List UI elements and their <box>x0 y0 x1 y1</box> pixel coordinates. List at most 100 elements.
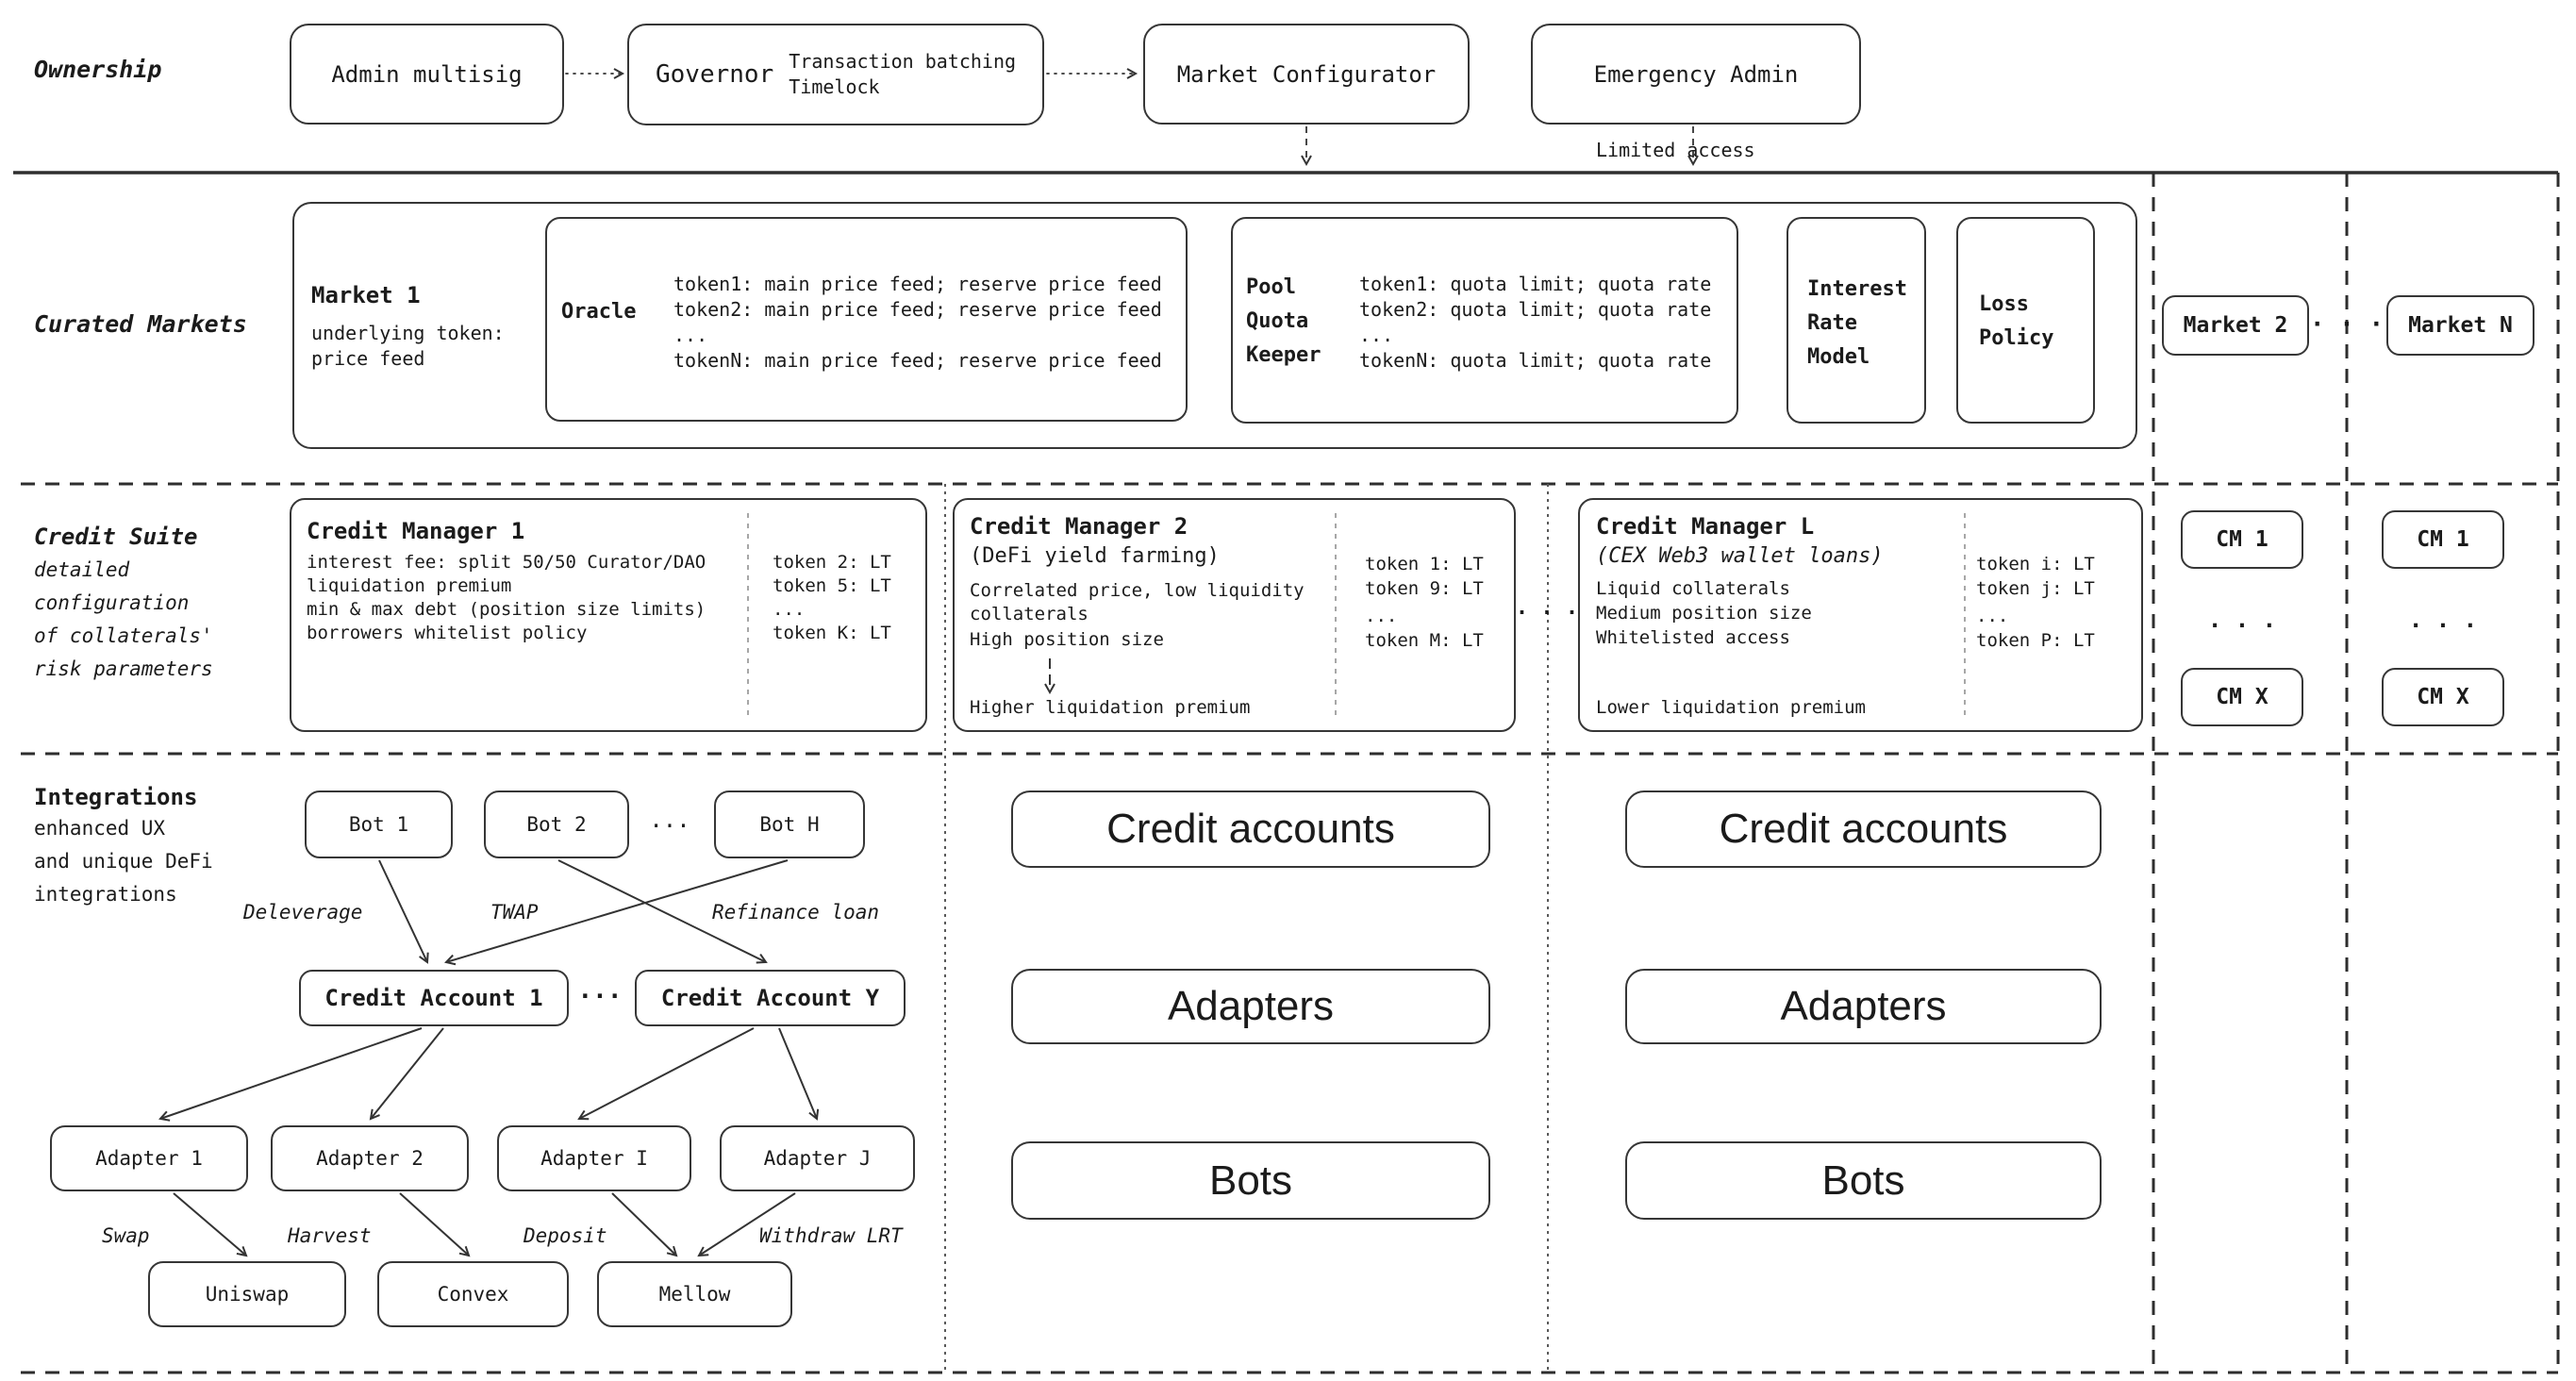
cml-line-1: Liquid collaterals <box>1596 578 1790 599</box>
credit-suite-sublabel-2: configuration <box>34 591 190 614</box>
cm1-token-2: token 5: LT <box>773 575 891 596</box>
cml-token-3: ... <box>1976 606 2009 626</box>
market2-box: Market 2 <box>2162 295 2309 356</box>
swap-arrow-label: Swap <box>102 1224 150 1247</box>
market1-sub-2: price feed <box>311 347 425 370</box>
cml-line-2: Medium position size <box>1596 603 1812 624</box>
mellow-box: Mellow <box>597 1261 792 1327</box>
credit-suite-section-label: Credit Suite <box>34 524 198 550</box>
loss-line-2: Policy <box>1979 326 2054 350</box>
bots-ellipsis: ... <box>649 807 690 833</box>
irm-line-2: Rate <box>1807 311 1857 335</box>
adapter1-label: Adapter 1 <box>95 1147 203 1170</box>
cm2-line-1: Correlated price, low liquidity <box>970 580 1305 601</box>
cm-col1-ellipsis: · · · <box>2207 612 2277 639</box>
harvest-arrow-label: Harvest <box>288 1224 372 1247</box>
adapter1-box: Adapter 1 <box>50 1125 248 1191</box>
oracle-line-2: token2: main price feed; reserve price f… <box>673 298 1162 321</box>
emergency-admin-label: Emergency Admin <box>1593 60 1799 88</box>
cm-col2-bottom-box: CM X <box>2382 668 2504 726</box>
cm-col2-ellipsis: · · · <box>2408 612 2478 639</box>
cm2-title: Credit Manager 2 <box>970 513 1188 540</box>
governor-label: Governor <box>656 60 774 89</box>
credit-account-Y-box: Credit Account Y <box>635 970 906 1026</box>
integrations-sublabel-2: and unique DeFi <box>34 850 213 873</box>
cm1-token-1: token 2: LT <box>773 552 891 573</box>
cm1-line-3: min & max debt (position size limits) <box>307 599 706 620</box>
convex-label: Convex <box>437 1283 509 1306</box>
arrow-caY-to-adapterI <box>577 1027 755 1121</box>
market1-title: Market 1 <box>311 282 421 308</box>
colB-adapters-box: Adapters <box>1625 969 2102 1044</box>
pqk-title-1: Pool <box>1246 275 1296 299</box>
admin-multisig-box: Admin multisig <box>290 24 564 125</box>
ownership-section-label: Ownership <box>34 56 162 83</box>
cm1-line-2: liquidation premium <box>307 575 512 596</box>
cml-token-2: token j: LT <box>1976 578 2095 599</box>
marketN-label: Market N <box>2408 313 2513 338</box>
cml-line-3: Whitelisted access <box>1596 627 1790 648</box>
uniswap-label: Uniswap <box>205 1283 290 1306</box>
bot1-label: Bot 1 <box>348 813 409 836</box>
interest-rate-model-box: Interest Rate Model <box>1787 217 1926 424</box>
pqk-line-3: ... <box>1359 324 1394 346</box>
arrow-adapter2-to-convex <box>399 1192 471 1257</box>
credit-manager-1-box: Credit Manager 1 interest fee: split 50/… <box>290 498 927 732</box>
arrow-adapter1-to-uniswap <box>173 1192 248 1257</box>
credit-suite-sublabel-3: of collaterals' <box>34 624 213 647</box>
colA-bots-label: Bots <box>1208 1156 1293 1204</box>
withdraw-lrt-arrow-label: Withdraw LRT <box>759 1224 903 1247</box>
colA-adapters-label: Adapters <box>1167 983 1335 1029</box>
limited-access-label: Limited access <box>1596 139 1755 161</box>
cm2-line-3: High position size <box>970 629 1164 650</box>
cm-col1-bottom-label: CM X <box>2216 685 2269 709</box>
integrations-sublabel-3: integrations <box>34 883 177 906</box>
colB-credit-accounts-label: Credit accounts <box>1719 806 2008 852</box>
irm-line-3: Model <box>1807 345 1870 369</box>
adapter2-label: Adapter 2 <box>316 1147 424 1170</box>
market1-box: Market 1 underlying token: price feed Or… <box>292 202 2137 449</box>
arrow-ca1-to-adapter1 <box>158 1027 423 1122</box>
uniswap-box: Uniswap <box>148 1261 346 1327</box>
botH-label: Bot H <box>759 813 820 836</box>
cm1-token-3: ... <box>773 599 806 620</box>
colA-credit-accounts-box: Credit accounts <box>1011 790 1490 868</box>
adapterJ-box: Adapter J <box>720 1125 915 1191</box>
adapterI-box: Adapter I <box>497 1125 691 1191</box>
oracle-line-4: tokenN: main price feed; reserve price f… <box>673 349 1162 372</box>
cm2-token-1: token 1: LT <box>1365 554 1484 574</box>
cml-token-1: token i: LT <box>1976 554 2095 574</box>
integrations-section-label: Integrations <box>34 784 198 810</box>
market-configurator-box: Market Configurator <box>1143 24 1470 125</box>
cml-note: Lower liquidation premium <box>1596 697 1866 718</box>
deleverage-arrow-label: Deleverage <box>243 901 363 923</box>
cm-col2-top-box: CM 1 <box>2382 510 2504 569</box>
marketN-box: Market N <box>2386 295 2534 356</box>
cm-col1-top-label: CM 1 <box>2216 527 2269 552</box>
governor-box: Governor Transaction batching Timelock <box>627 24 1044 125</box>
adapter2-box: Adapter 2 <box>271 1125 469 1191</box>
credit-account-Y-label: Credit Account Y <box>660 985 880 1011</box>
cm1-token-4: token K: LT <box>773 623 891 643</box>
cm2-token-2: token 9: LT <box>1365 578 1484 599</box>
arrow-adapterI-to-mellow <box>611 1192 678 1257</box>
cm1-title: Credit Manager 1 <box>307 518 525 544</box>
credit-accounts-ellipsis: ... <box>577 976 623 1005</box>
bot1-box: Bot 1 <box>305 790 453 858</box>
credit-suite-sublabel-1: detailed <box>34 558 130 581</box>
pool-quota-keeper-box: Pool Quota Keeper token1: quota limit; q… <box>1231 217 1738 424</box>
cm1-line-1: interest fee: split 50/50 Curator/DAO <box>307 552 706 573</box>
oracle-line-1: token1: main price feed; reserve price f… <box>673 273 1162 295</box>
pqk-line-1: token1: quota limit; quota rate <box>1359 273 1712 295</box>
loss-line-1: Loss <box>1979 292 2029 316</box>
bot2-label: Bot 2 <box>526 813 587 836</box>
cml-token-4: token P: LT <box>1976 630 2095 651</box>
credit-account-1-box: Credit Account 1 <box>299 970 569 1026</box>
oracle-title: Oracle <box>561 300 637 324</box>
market2-label: Market 2 <box>2183 313 2288 338</box>
market-configurator-label: Market Configurator <box>1176 60 1437 88</box>
admin-multisig-label: Admin multisig <box>331 60 523 88</box>
colA-credit-accounts-label: Credit accounts <box>1106 806 1395 852</box>
cml-title: Credit Manager L <box>1596 513 1815 540</box>
